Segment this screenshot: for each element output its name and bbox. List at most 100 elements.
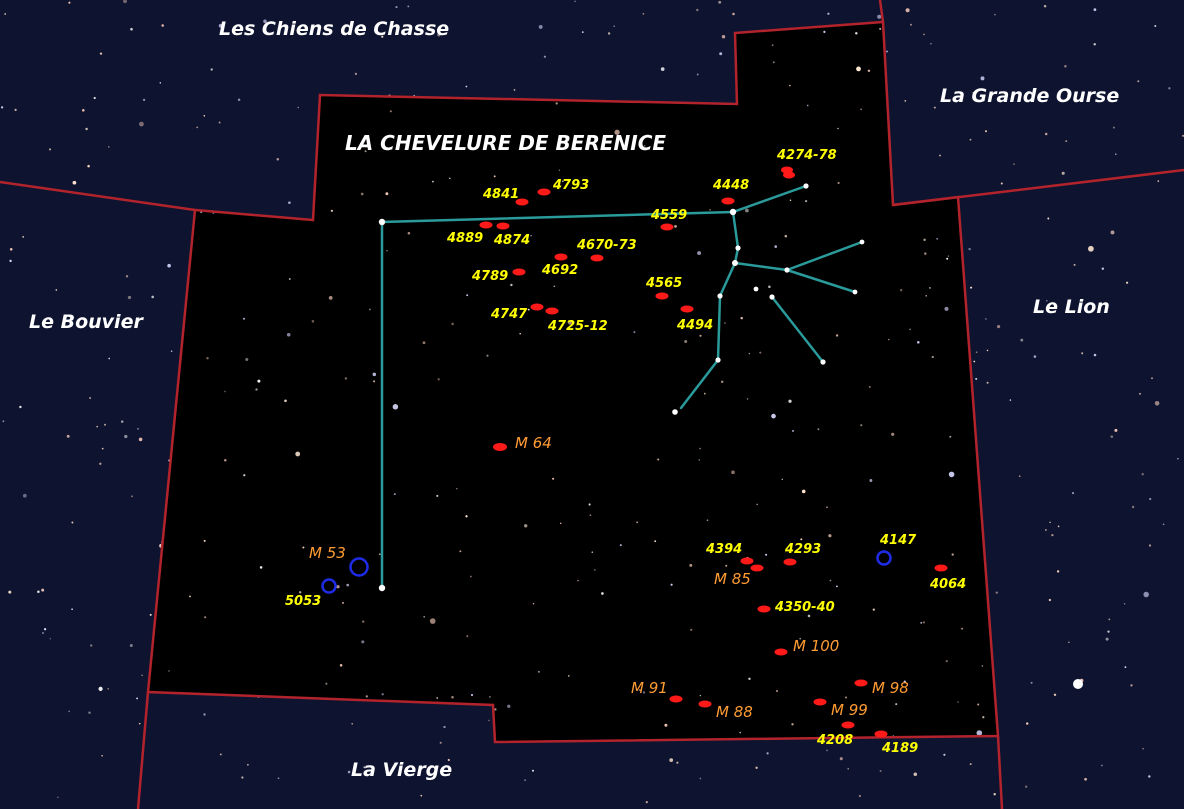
background-star (872, 608, 875, 611)
background-star (636, 521, 639, 524)
background-star (837, 127, 839, 130)
background-star (1143, 591, 1149, 598)
background-star (1112, 126, 1115, 129)
background-star (71, 608, 73, 611)
background-star (1105, 637, 1109, 641)
background-star (909, 328, 911, 331)
background-star (973, 360, 976, 363)
background-star (789, 199, 792, 201)
background-star (465, 85, 468, 88)
background-star (203, 539, 206, 542)
background-star (858, 794, 862, 798)
background-star (724, 322, 726, 324)
background-star (489, 696, 491, 698)
background-star (1124, 666, 1127, 668)
background-star (124, 434, 128, 439)
background-star (868, 385, 871, 388)
background-star (552, 477, 555, 480)
background-star (1088, 245, 1094, 252)
background-star (719, 52, 723, 56)
background-star (879, 27, 882, 30)
background-star (642, 691, 646, 694)
background-star (774, 245, 777, 248)
background-star (888, 338, 890, 341)
background-star (470, 575, 472, 578)
background-star (82, 109, 85, 112)
galaxy-label-4670-73: 4670-73 (576, 238, 637, 253)
background-star (1064, 64, 1067, 68)
galaxy-label-m98: M 98 (872, 679, 909, 697)
region-label-vierge: La Vierge (351, 759, 452, 781)
galaxy-marker-4793 (537, 188, 551, 196)
background-star (928, 286, 931, 289)
background-star (975, 377, 978, 380)
background-star (89, 396, 92, 400)
background-star (1000, 182, 1003, 185)
background-star (90, 644, 93, 647)
background-star (288, 201, 291, 205)
galaxy-label-4874: 4874 (493, 233, 530, 248)
background-star (985, 318, 987, 320)
background-star (920, 622, 923, 624)
background-star (139, 121, 144, 127)
background-star (19, 405, 22, 409)
background-star (1101, 267, 1105, 270)
background-star (41, 588, 45, 592)
stick-figure-segment (785, 240, 864, 272)
background-star (817, 428, 820, 431)
background-star (642, 12, 645, 15)
background-star (43, 628, 47, 631)
region-label-chiens: Les Chiens de Chasse (219, 18, 449, 40)
galaxy-label-4793: 4793 (552, 178, 589, 193)
background-star (189, 595, 191, 598)
background-star (524, 524, 528, 528)
background-star (206, 356, 209, 360)
background-star (325, 682, 328, 685)
background-star (451, 322, 454, 326)
galaxy-marker-4494 (680, 305, 694, 313)
background-star (288, 278, 291, 280)
galaxy-marker-4747 (530, 303, 544, 311)
galaxy-marker-4448 (721, 197, 735, 205)
background-star (151, 295, 154, 299)
background-star (1151, 377, 1153, 380)
background-star (591, 551, 594, 554)
background-star (336, 585, 340, 589)
background-star (945, 659, 948, 663)
background-star (543, 55, 546, 58)
background-star (1073, 263, 1076, 266)
background-star (9, 248, 13, 251)
background-star (1139, 392, 1141, 395)
background-star (975, 351, 978, 354)
background-star (676, 761, 679, 764)
background-star (968, 247, 971, 251)
background-star (219, 753, 222, 756)
background-star (82, 317, 85, 320)
galaxy-label-m88: M 88 (716, 703, 753, 721)
background-star (138, 722, 141, 725)
background-star (1020, 338, 1024, 342)
background-star (341, 601, 345, 604)
background-star (720, 380, 724, 384)
background-star (224, 459, 227, 462)
background-star (756, 503, 758, 506)
background-star (791, 723, 794, 726)
background-star (130, 27, 133, 31)
background-star (381, 693, 384, 696)
background-star (923, 238, 926, 242)
background-star (980, 76, 985, 81)
background-star (949, 435, 952, 438)
galaxy-label-m91: M 91 (631, 679, 668, 697)
background-star (789, 84, 791, 87)
background-star (643, 144, 646, 147)
cluster-label-m53: M 53 (309, 544, 346, 562)
background-star (944, 306, 949, 311)
background-star (995, 591, 998, 594)
figure-star (803, 183, 809, 189)
galaxy-label-4789: 4789 (471, 269, 508, 284)
background-star (96, 425, 99, 428)
stick-figure-segment (785, 268, 857, 294)
background-star (709, 209, 711, 211)
background-star (101, 754, 103, 757)
background-star (299, 591, 302, 594)
